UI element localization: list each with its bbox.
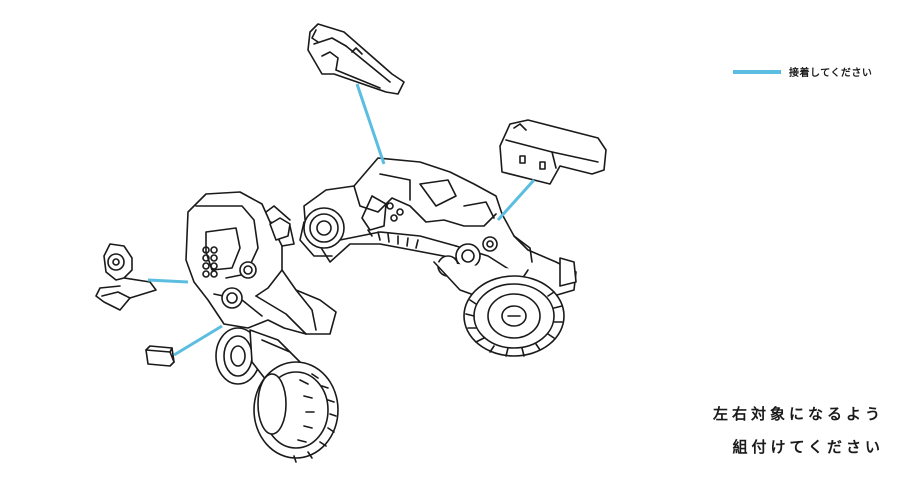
glue-line-block [173, 324, 223, 357]
side-plate-part [499, 119, 607, 185]
instruction-line-1: 左右対象になるよう [712, 405, 884, 423]
glue-line-bracket [147, 278, 189, 284]
glue-line-side-plate [496, 178, 536, 222]
legend: 接着してください [733, 64, 872, 79]
glue-line-top-cover [355, 83, 386, 165]
right-wheel [463, 275, 565, 357]
block-part [145, 345, 175, 367]
right-assembly [299, 23, 607, 357]
instructions: 左右対象になるよう 組付けてください [713, 398, 884, 464]
vent-holes [202, 246, 218, 278]
legend-label: 接着してください [789, 68, 873, 79]
gear-teeth [367, 202, 419, 249]
top-cover-part [307, 23, 405, 95]
bracket-part [95, 243, 157, 311]
instruction-line-2: 組付けてください [732, 438, 884, 456]
right-hub [299, 207, 345, 257]
glue-lines [147, 83, 536, 357]
legend-swatch [733, 69, 781, 74]
left-assembly [95, 191, 339, 463]
left-wheel [253, 361, 339, 463]
